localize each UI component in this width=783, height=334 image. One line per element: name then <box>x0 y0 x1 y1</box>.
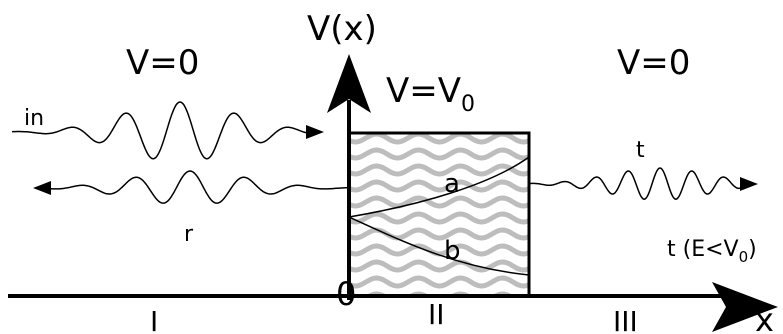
barrier-texture-line <box>349 259 529 273</box>
curve-a-label: a <box>444 169 460 199</box>
incident-wave <box>11 101 317 160</box>
y-axis-arrowhead <box>327 54 371 113</box>
origin-label: 0 <box>336 275 356 313</box>
curve-a <box>348 156 530 218</box>
transmitted-wave <box>528 167 751 200</box>
barrier-texture-line <box>349 275 529 289</box>
incident-arrowhead <box>306 125 324 139</box>
transmitted-arrowhead <box>740 177 758 191</box>
curve-b <box>348 216 530 276</box>
incident-label: in <box>24 106 44 131</box>
potential-barrier-label: V=V0 <box>386 71 475 117</box>
barrier-texture-line <box>349 147 529 161</box>
barrier-texture-line <box>349 227 529 241</box>
reflected-wave <box>41 170 350 204</box>
reflected-arrowhead <box>33 181 51 195</box>
barrier-texture-line <box>349 211 529 225</box>
transmitted-label: t <box>636 138 645 163</box>
region-III-label: III <box>613 305 638 334</box>
potential-right-label: V=0 <box>617 43 690 83</box>
y-axis-label: V(x) <box>307 9 377 49</box>
barrier-texture <box>349 133 529 296</box>
transmitted-condition-label: t (E<V0) <box>667 237 757 266</box>
barrier-texture-line <box>349 179 529 193</box>
potential-left-label: V=0 <box>126 43 199 83</box>
region-II-label: II <box>428 298 445 331</box>
barrier-texture-line <box>349 133 529 145</box>
region-I-label: I <box>150 305 158 334</box>
x-axis-arrowhead <box>712 282 778 332</box>
x-axis-label: x <box>755 301 774 334</box>
barrier-texture-line <box>349 163 529 177</box>
curve-b-label: b <box>444 236 461 266</box>
barrier-texture-line <box>349 195 529 209</box>
reflected-label: r <box>184 222 194 247</box>
barrier-texture-line <box>349 243 529 257</box>
